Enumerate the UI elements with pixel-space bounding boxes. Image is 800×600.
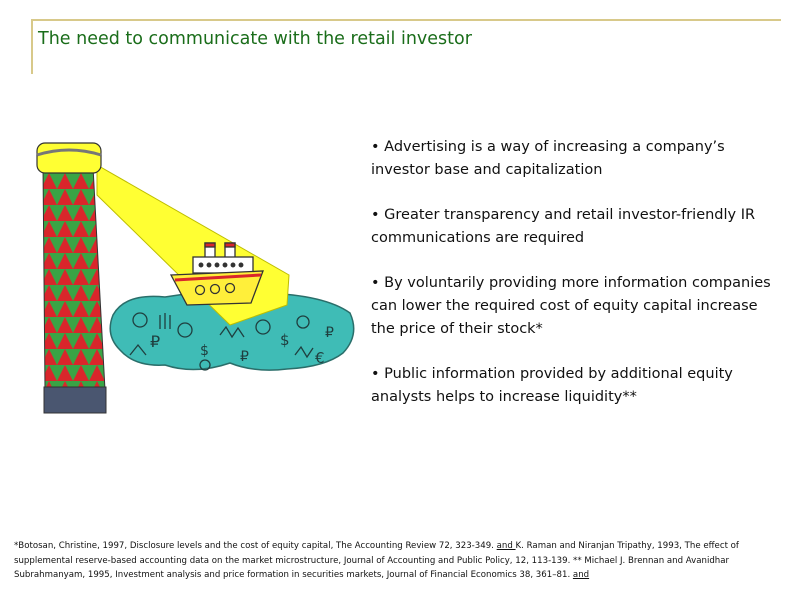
bullet-advertising: • Advertising is a way of increasing a c… — [371, 139, 725, 178]
bullet-voluntary-information: • By voluntarily providing more informat… — [371, 275, 771, 337]
footnote-ref-raman-brennan: K. Raman and Niranjan Tripathy, 1993, Th… — [14, 541, 739, 581]
currency-symbols: ₽ $ ₽ $ € ₽ — [129, 312, 334, 371]
title-frame-top — [31, 19, 781, 21]
bullet-public-information: • Public information provided by additio… — [371, 366, 733, 405]
slide-title: The need to communicate with the retail … — [38, 29, 472, 49]
svg-text:$: $ — [280, 331, 290, 349]
bullet-list: • Advertising is a way of increasing a c… — [371, 136, 781, 431]
svg-text:₽: ₽ — [240, 349, 249, 365]
lighthouse — [36, 142, 107, 414]
footnote-references: *Botosan, Christine, 1997, Disclosure le… — [14, 539, 789, 583]
svg-text:₽: ₽ — [150, 332, 160, 351]
title-frame-left — [31, 19, 33, 74]
lighthouse-illustration: ₽ $ ₽ $ € ₽ — [36, 142, 355, 414]
footnote-and-link-2[interactable]: and — [572, 570, 590, 581]
bullet-transparency: • Greater transparency and retail invest… — [371, 207, 756, 246]
svg-text:₽: ₽ — [325, 325, 334, 341]
svg-text:€: € — [315, 349, 325, 367]
footnote-ref-botosan: *Botosan, Christine, 1997, Disclosure le… — [14, 541, 497, 551]
ship — [169, 242, 264, 306]
svg-text:$: $ — [200, 343, 209, 359]
footnote-and-link-1[interactable]: and — [496, 541, 516, 551]
